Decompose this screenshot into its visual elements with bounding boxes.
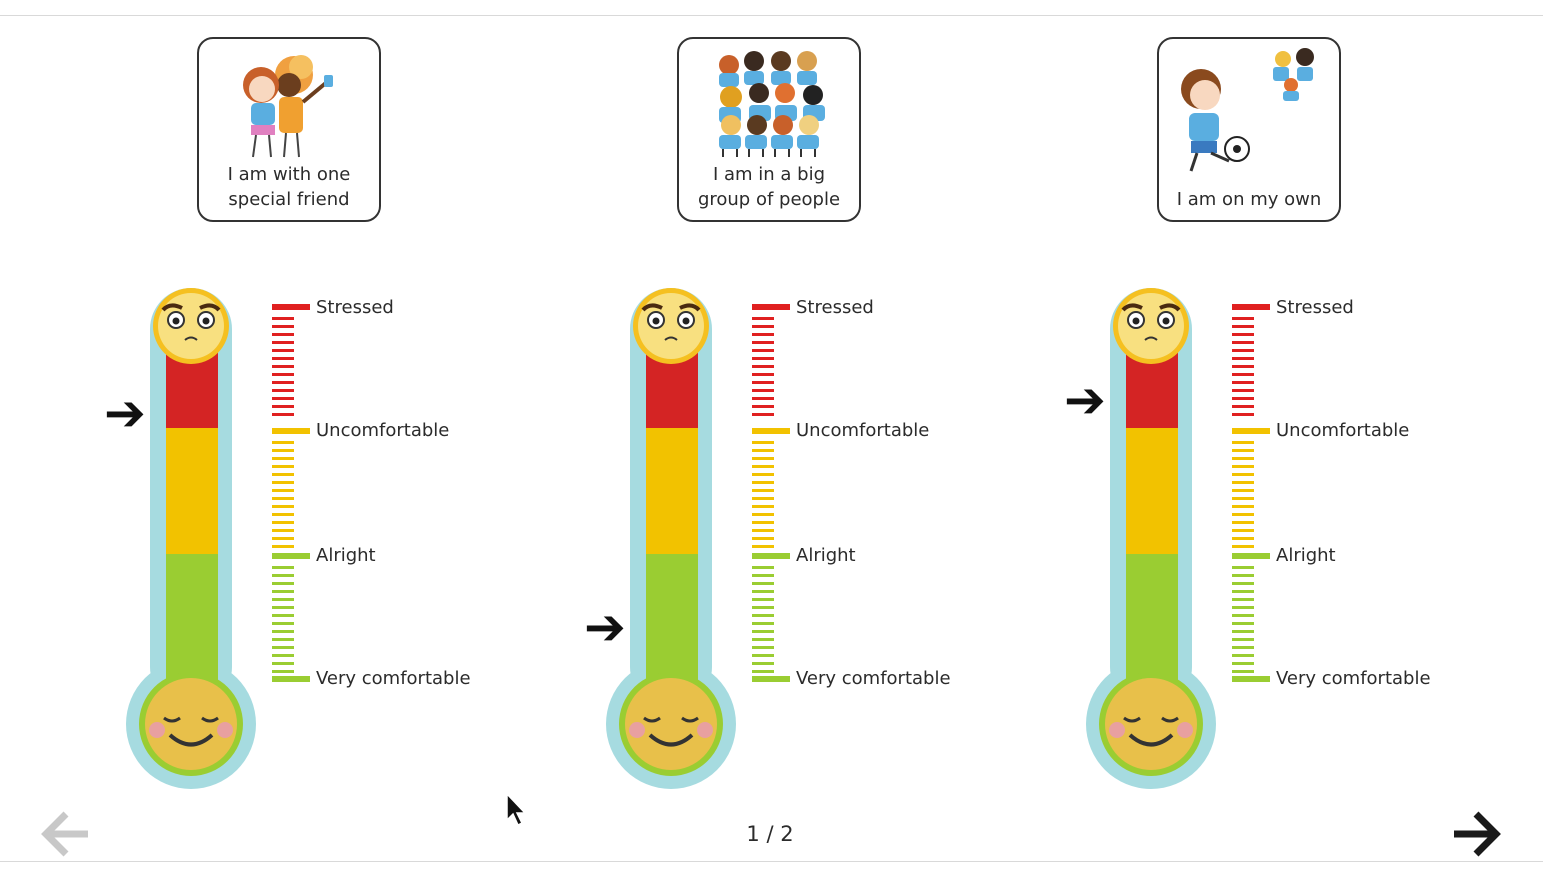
scale-label-alright: Alright	[1276, 545, 1336, 566]
thermometer	[1086, 288, 1270, 789]
next-page-button[interactable]	[1450, 806, 1506, 866]
arrow-left-icon	[41, 811, 88, 857]
card-caption: I am on my own	[1176, 189, 1322, 210]
level-pointer-arrow-icon[interactable]: ➔	[1064, 371, 1106, 429]
scale-label-alright: Alright	[796, 545, 856, 566]
calm-face-icon	[1099, 672, 1203, 776]
bottom-divider	[0, 861, 1543, 862]
scale-ticks	[752, 304, 790, 682]
worried-face-icon	[153, 288, 229, 364]
scale-label-very-comfortable: Very comfortable	[796, 668, 951, 689]
previous-page-button[interactable]	[38, 806, 94, 866]
calm-face-icon	[139, 672, 243, 776]
scale-label-stressed: Stressed	[796, 297, 874, 318]
scale-label-very-comfortable: Very comfortable	[316, 668, 471, 689]
level-pointer-arrow-icon[interactable]: ➔	[104, 384, 146, 442]
scale-label-alright: Alright	[316, 545, 376, 566]
scale-label-uncomfortable: Uncomfortable	[1276, 420, 1410, 441]
thermometer	[126, 288, 310, 789]
thermometer-column-1: I am with one special friend	[0, 0, 480, 800]
mouse-cursor-icon	[506, 792, 527, 827]
worried-face-icon	[1113, 288, 1189, 364]
scale-label-uncomfortable: Uncomfortable	[316, 420, 450, 441]
card-caption: I am in a big group of people	[697, 164, 841, 210]
boy-with-ball-illustration	[1181, 48, 1314, 172]
thermometer-column-3: I am on my own	[960, 0, 1440, 800]
situation-card-3: I am on my own	[1157, 37, 1341, 222]
card-caption: I am with one special friend	[227, 164, 351, 210]
situation-card-2: I am in a big group of people	[677, 37, 861, 222]
scale-label-stressed: Stressed	[1276, 297, 1354, 318]
calm-face-icon	[619, 672, 723, 776]
scale-ticks	[272, 304, 310, 682]
page-indicator: 1 / 2	[746, 822, 794, 846]
scale-label-very-comfortable: Very comfortable	[1276, 668, 1431, 689]
scale-label-stressed: Stressed	[316, 297, 394, 318]
two-friends-illustration	[243, 55, 333, 158]
crowd-illustration	[719, 51, 825, 157]
thermometer-tube	[1086, 288, 1216, 789]
thermometer-column-2: I am in a big group of people	[480, 0, 960, 800]
thermometer	[606, 288, 790, 789]
arrow-right-icon	[1454, 811, 1501, 857]
top-divider	[0, 15, 1543, 16]
scale-ticks	[1232, 304, 1270, 682]
scale-label-uncomfortable: Uncomfortable	[796, 420, 930, 441]
worried-face-icon	[633, 288, 709, 364]
situation-card-1: I am with one special friend	[197, 37, 381, 222]
level-pointer-arrow-icon[interactable]: ➔	[584, 598, 626, 656]
